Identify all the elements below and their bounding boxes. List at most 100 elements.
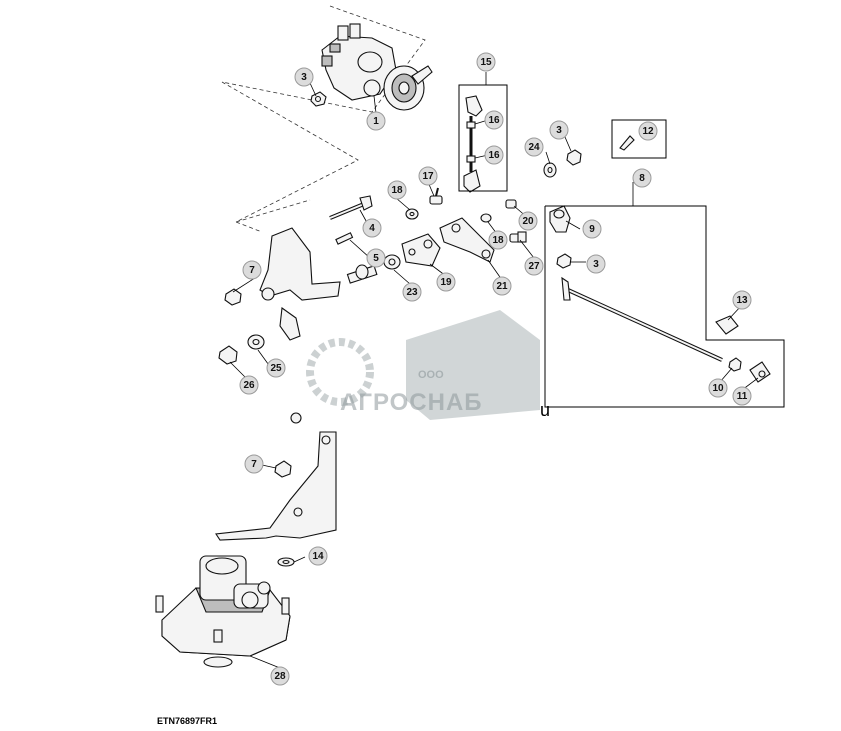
rod-end-part-9 — [549, 205, 571, 233]
callout-7: 7 — [242, 260, 262, 280]
callout-8: 8 — [632, 168, 652, 188]
callout-3: 3 — [549, 120, 569, 140]
callout-5: 5 — [366, 248, 386, 268]
callout-circle — [488, 230, 508, 250]
watermark-suffix: u — [540, 400, 550, 420]
callout-number: 4 — [369, 223, 375, 234]
callout-number: 17 — [422, 171, 434, 182]
callout-circle — [242, 260, 262, 280]
washer-part-14 — [277, 557, 295, 567]
link-rod-part-15 — [463, 95, 483, 193]
callout-circle — [387, 180, 407, 200]
callout-circle — [524, 137, 544, 157]
callout-15: 15 — [476, 52, 496, 72]
callout-circle — [418, 166, 438, 186]
mounting-bracket-upper — [259, 227, 341, 341]
callout-number: 1 — [373, 116, 379, 127]
bolt-part-4 — [329, 195, 373, 220]
callout-circle — [366, 111, 386, 131]
callout-17: 17 — [418, 166, 438, 186]
bolt-part-27 — [509, 231, 527, 243]
callout-number: 15 — [480, 57, 492, 68]
callout-circle — [308, 546, 328, 566]
dashed-assembly-outline — [221, 5, 426, 233]
figure-id: ETN76897FR1 — [157, 716, 217, 726]
callout-12: 12 — [638, 121, 658, 141]
callout-number: 11 — [737, 391, 748, 402]
callout-18: 18 — [387, 180, 407, 200]
pin-part-5 — [335, 232, 354, 245]
callout-26: 26 — [239, 375, 259, 395]
valve-assembly — [321, 23, 433, 111]
watermark-company-prefix: ООО — [418, 369, 444, 381]
nut-part-3-frame — [556, 253, 572, 269]
callout-circle — [366, 248, 386, 268]
callout-16: 16 — [484, 110, 504, 130]
callout-number: 5 — [373, 253, 379, 264]
callout-number: 25 — [270, 363, 282, 374]
callout-circle — [708, 378, 728, 398]
callout-circle — [638, 121, 658, 141]
callout-number: 3 — [593, 259, 599, 270]
fitting-part-13 — [715, 315, 739, 335]
callout-number: 10 — [712, 383, 724, 394]
callout-number: 18 — [391, 185, 403, 196]
callout-23: 23 — [402, 282, 422, 302]
clip-part-12-frame — [611, 119, 667, 159]
callout-number: 27 — [528, 261, 540, 272]
callout-25: 25 — [266, 358, 286, 378]
callout-18: 18 — [488, 230, 508, 250]
nut-part-7-upper — [224, 288, 242, 306]
nut-part-3-right — [566, 149, 582, 166]
callout-circle — [402, 282, 422, 302]
nut-part-26 — [218, 345, 238, 365]
rod-part-8 — [561, 276, 723, 362]
callout-number: 23 — [406, 287, 418, 298]
callout-3: 3 — [586, 254, 606, 274]
callout-circle — [266, 358, 286, 378]
bushing-part-17 — [429, 187, 443, 205]
mounting-bracket-lower — [215, 412, 337, 541]
callout-number: 18 — [492, 235, 504, 246]
callout-circle — [518, 211, 538, 231]
callout-14: 14 — [308, 546, 328, 566]
callout-circle — [239, 375, 259, 395]
callout-7: 7 — [244, 454, 264, 474]
watermark-company-name: АГРОСНАБ — [340, 389, 483, 416]
callout-circle — [436, 272, 456, 292]
callout-circle — [632, 168, 652, 188]
callout-number: 20 — [522, 216, 534, 227]
callout-circle — [732, 290, 752, 310]
callout-21: 21 — [492, 276, 512, 296]
watermark-logo: ООО АГРОСНАБ u — [306, 310, 550, 420]
lever-part-21 — [439, 217, 495, 263]
callout-1: 1 — [366, 111, 386, 131]
bushing-part-23 — [383, 254, 401, 270]
callout-3: 3 — [294, 67, 314, 87]
callout-20: 20 — [518, 211, 538, 231]
callout-11: 11 — [732, 386, 752, 406]
callout-16: 16 — [484, 145, 504, 165]
callout-circle — [582, 219, 602, 239]
callout-number: 7 — [251, 459, 257, 470]
callout-circle — [484, 110, 504, 130]
callout-circle — [484, 145, 504, 165]
callout-number: 26 — [243, 380, 255, 391]
callout-circle — [549, 120, 569, 140]
bolt-part-20 — [505, 199, 517, 209]
lever-part-19 — [401, 233, 441, 267]
callout-number: 21 — [496, 281, 508, 292]
callout-circle — [244, 454, 264, 474]
callout-number: 14 — [312, 551, 324, 562]
nut-part-3-top-left — [310, 91, 327, 107]
callout-number: 13 — [736, 295, 748, 306]
callout-27: 27 — [524, 256, 544, 276]
shaft-pin — [346, 264, 378, 284]
callout-number: 24 — [528, 142, 540, 153]
callout-28: 28 — [270, 666, 290, 686]
washer-part-18-left — [405, 208, 419, 220]
callout-number: 28 — [274, 671, 286, 682]
callout-circle — [362, 218, 382, 238]
callout-circle — [294, 67, 314, 87]
callout-13: 13 — [732, 290, 752, 310]
